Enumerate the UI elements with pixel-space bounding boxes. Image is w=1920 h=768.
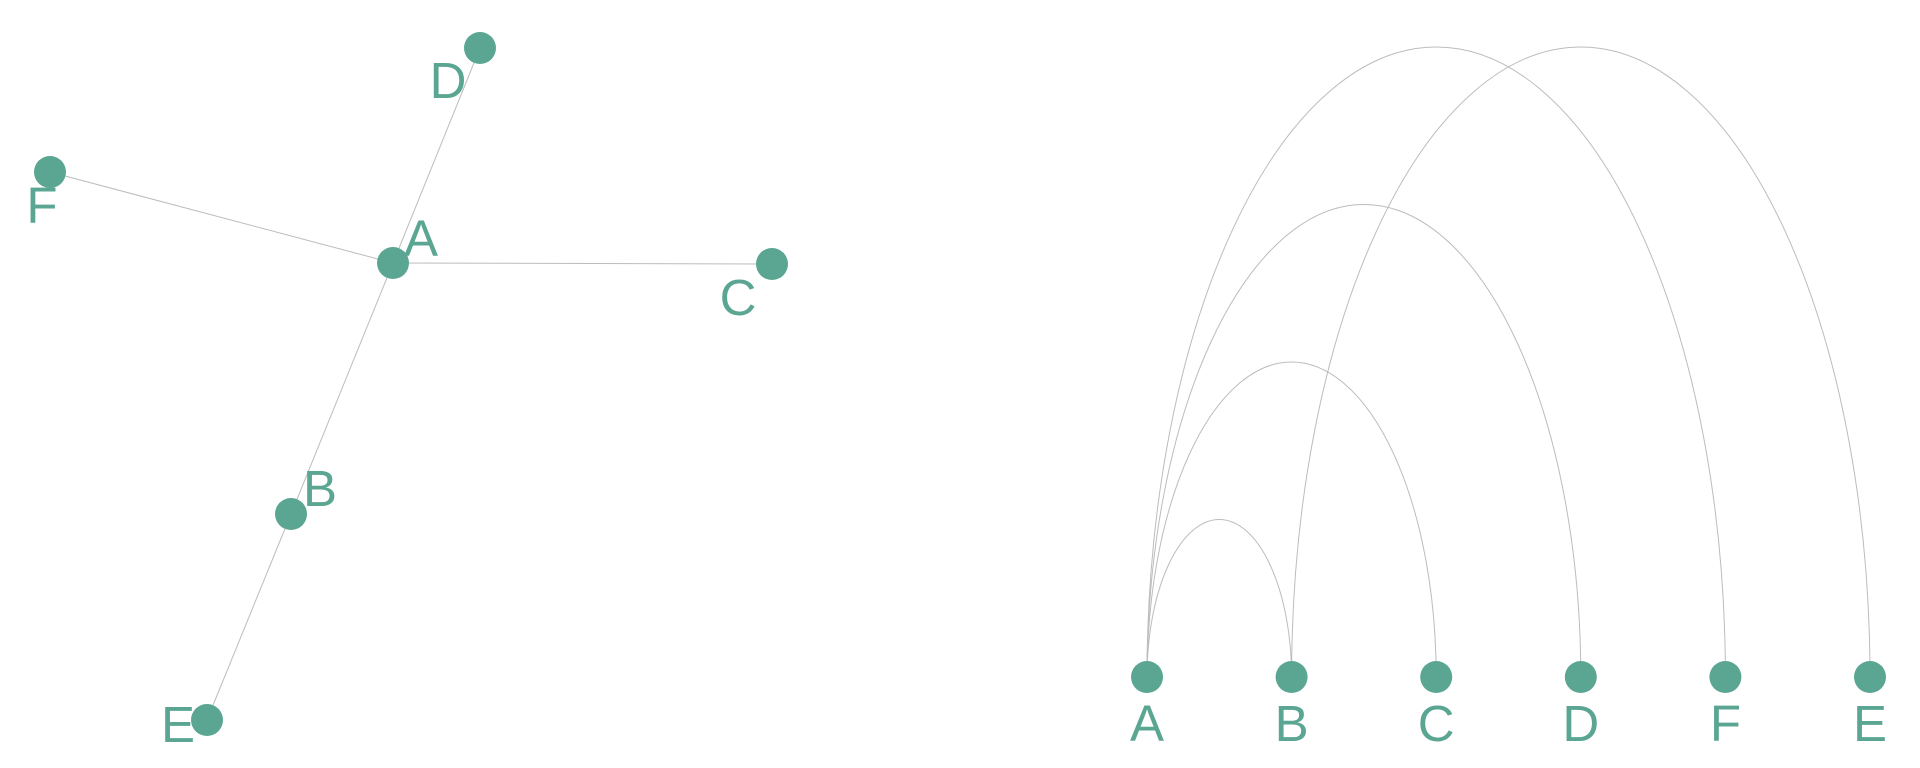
network-node-label-c: C (720, 269, 757, 326)
arc-edge-b-e (1291, 46, 1871, 678)
network-edge-a-c (392, 262, 773, 265)
network-node-label-e: E (161, 696, 195, 753)
network-edges (49, 47, 773, 721)
network-graph-panel: A B C D E F (26, 32, 788, 753)
arc-node-label-e: E (1853, 695, 1887, 752)
arc-node-e (1854, 661, 1886, 693)
network-node-label-a: A (404, 210, 438, 267)
arc-node-f (1709, 661, 1742, 693)
network-edge-a-d (392, 47, 481, 264)
network-node-d (464, 32, 496, 64)
arc-node-b (1275, 661, 1308, 693)
arc-node-label-c: C (1418, 695, 1455, 752)
arc-edge-a-f (1146, 46, 1726, 678)
network-edge-b-e (206, 513, 292, 721)
arc-node-a (1131, 661, 1163, 693)
network-node-f (34, 156, 66, 188)
arc-node-label-d: D (1562, 695, 1599, 752)
arc-edge-a-d (1146, 204, 1582, 678)
arc-edges (1146, 46, 1871, 678)
arc-nodes (1131, 661, 1886, 693)
arc-edge-a-b (1146, 519, 1293, 678)
arc-node-label-b: B (1275, 695, 1309, 752)
network-node-a (377, 247, 409, 279)
network-nodes (34, 32, 788, 736)
network-edge-a-b (290, 262, 394, 515)
arc-edge-a-c (1146, 361, 1437, 678)
network-edge-a-f (49, 171, 394, 264)
arc-node-d (1564, 661, 1597, 693)
arc-node-label-f: F (1710, 695, 1741, 752)
network-node-label-b: B (303, 460, 337, 517)
arc-node-c (1420, 661, 1453, 693)
network-node-e (191, 704, 223, 736)
network-node-c (756, 248, 788, 280)
network-node-label-d: D (430, 52, 467, 109)
network-node-b (275, 498, 307, 530)
network-labels: A B C D E F (26, 52, 756, 753)
network-node-label-f: F (26, 177, 57, 234)
arc-node-label-a: A (1130, 695, 1164, 752)
